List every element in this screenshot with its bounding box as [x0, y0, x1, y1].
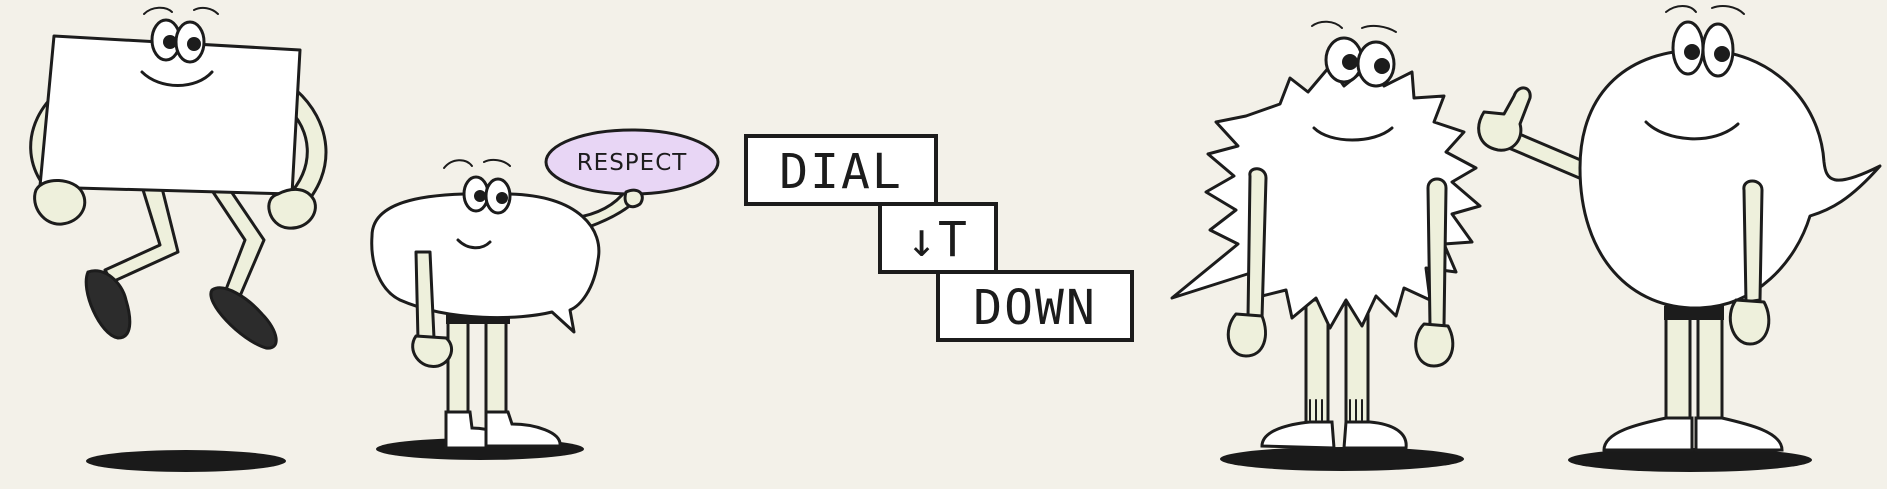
front-arm	[414, 250, 436, 342]
side-hand	[1728, 298, 1771, 346]
right-eyebrow	[1361, 24, 1397, 33]
smile	[1644, 120, 1740, 141]
left-shoe	[1260, 420, 1336, 450]
right-eyebrow	[483, 158, 511, 167]
left-eyebrow	[1311, 20, 1343, 29]
dial-it-down-sign: DIAL ↓T DOWN	[744, 134, 1134, 342]
oval-body	[1578, 48, 1882, 310]
respect-label: RESPECT	[577, 150, 688, 176]
front-hand	[411, 334, 454, 368]
sign-line-3: DOWN	[973, 280, 1097, 336]
shadow-4	[1568, 448, 1812, 472]
right-pupil	[1374, 58, 1390, 74]
left-shoe	[1602, 416, 1694, 452]
left-arm	[1246, 167, 1268, 320]
shorts	[1664, 306, 1724, 320]
left-pupil	[163, 35, 177, 49]
right-shoe	[209, 286, 278, 350]
respect-bubble: RESPECT	[544, 128, 720, 196]
right-shoe	[1694, 416, 1784, 452]
jumping-rectangle-character	[29, 6, 328, 472]
right-leg	[203, 176, 266, 298]
right-arm	[1426, 177, 1448, 328]
starburst-character	[1170, 20, 1482, 471]
smile	[1312, 126, 1394, 142]
left-pupil	[474, 190, 486, 202]
sign-box-3	[936, 270, 1134, 342]
right-pupil	[1714, 46, 1730, 62]
left-fist	[33, 179, 87, 226]
left-eyebrow	[443, 159, 473, 169]
smile	[140, 70, 214, 87]
shadow-3	[1220, 447, 1464, 471]
right-fist	[1414, 322, 1455, 368]
left-pupil	[1684, 44, 1700, 60]
bubble-body	[370, 192, 601, 334]
sign-line-2: ↓T	[907, 212, 969, 268]
right-shoe	[1342, 420, 1408, 450]
left-shoe	[84, 269, 132, 340]
left-pupil	[1342, 54, 1358, 70]
smile	[456, 238, 492, 250]
left-leg	[103, 178, 180, 284]
left-eyebrow	[143, 6, 173, 15]
shadow-1	[86, 450, 286, 472]
right-pupil	[496, 192, 508, 204]
right-eyebrow	[1711, 5, 1745, 15]
holding-hand	[623, 188, 644, 209]
sign-line-1: DIAL	[779, 144, 903, 200]
side-arm	[1742, 179, 1764, 304]
sign-box-1	[744, 134, 938, 206]
right-fist	[267, 188, 317, 230]
thumbs-up-character	[1477, 5, 1882, 472]
socks	[1309, 399, 1363, 421]
right-shoe	[484, 410, 562, 448]
sign-box-2	[878, 202, 998, 274]
rectangle-body	[38, 34, 302, 212]
thumbs-up-hand	[1477, 86, 1532, 152]
left-eyebrow	[1665, 5, 1697, 13]
bubble-character: RESPECT	[370, 128, 720, 460]
right-pupil	[187, 37, 201, 51]
right-eyebrow	[193, 6, 219, 15]
left-fist	[1226, 312, 1267, 358]
